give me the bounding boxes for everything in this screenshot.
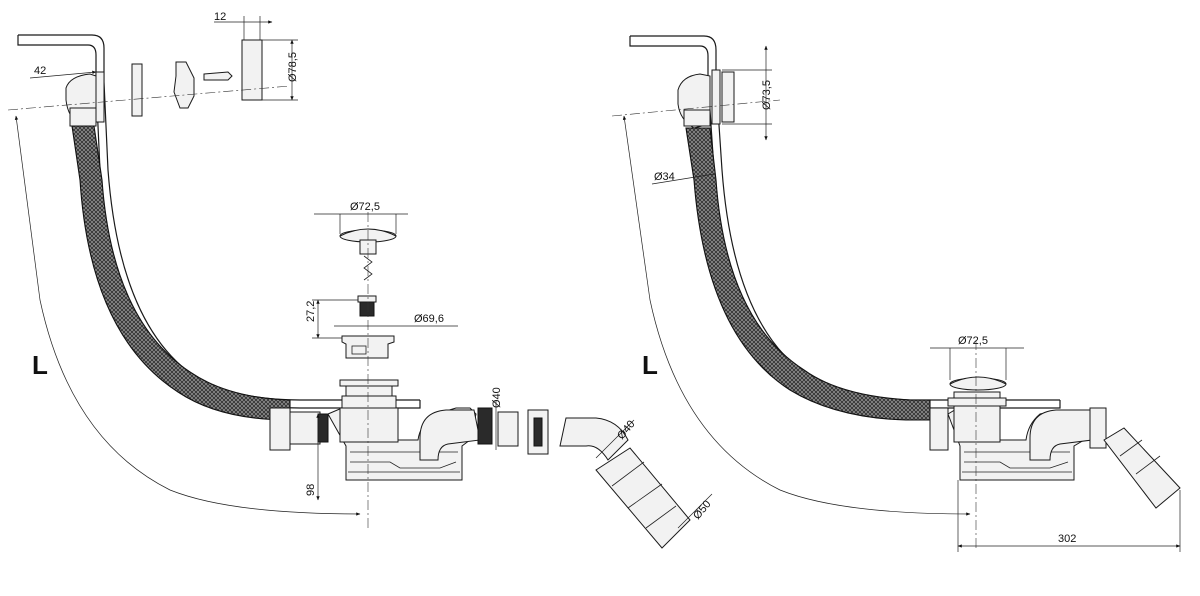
- left-overflow-centerline: [7, 85, 291, 111]
- right-overflow-cover: [721, 71, 735, 123]
- left-overflow-cover: [241, 39, 263, 101]
- dim-40a-text: Ø40: [491, 387, 503, 408]
- left-overflow-ring: [69, 107, 97, 127]
- right-overflow-flange: [711, 69, 721, 125]
- left-hose-nut: [269, 407, 291, 451]
- dim-73-text: Ø73,5: [761, 80, 773, 110]
- left-drain-ring-top: [339, 379, 399, 387]
- left-loose-nut-band: [533, 417, 543, 447]
- right-plug-dome: [949, 376, 1007, 385]
- left-flex-hose: [71, 125, 291, 421]
- left-L-dimension-arc: [14, 115, 361, 516]
- right-drain-base-detail: [962, 451, 1072, 473]
- right-angled-pipe: [1103, 427, 1181, 509]
- left-overflow-pipe-outline: [17, 34, 105, 82]
- right-view: Ø73,5 Ø34 Ø72,5 302 L: [611, 35, 1181, 552]
- right-overflow-centerline: [611, 99, 781, 117]
- left-outlet-nut: [497, 411, 519, 447]
- left-drain-neck: [339, 407, 399, 443]
- dim-42-line: [29, 70, 97, 79]
- dim-72-text: Ø72,5: [350, 201, 380, 213]
- right-overflow-ring: [683, 109, 711, 127]
- left-drain-ring-mid: [345, 385, 393, 397]
- dim-34-text: Ø34: [654, 171, 675, 183]
- right-hose-nut: [929, 407, 949, 451]
- left-L-label: L: [32, 350, 48, 380]
- dim-12-text: 12: [214, 11, 226, 23]
- left-overflow-gasket: [131, 63, 143, 117]
- dim-98-text: 98: [305, 484, 317, 496]
- left-hose-connector: [289, 411, 321, 445]
- dim-72r-text: Ø72,5: [958, 335, 988, 347]
- right-L-dimension-arc: [622, 115, 971, 516]
- right-overflow-pipe-outline: [629, 35, 717, 80]
- left-view: 12 Ø78,5 42 Ø72,5 27,2 Ø69,6 Ø40 98 Ø40: [7, 11, 714, 549]
- dim-50-text: Ø50: [691, 498, 714, 522]
- left-drain-ring-low: [341, 395, 397, 409]
- dim-27-text: 27,2: [305, 301, 317, 322]
- right-L-label: L: [642, 350, 658, 380]
- left-hose-seal: [317, 413, 329, 443]
- left-overflow-screw: [203, 71, 233, 81]
- left-detached-elbow: [559, 417, 629, 461]
- right-outlet-nut: [1089, 407, 1107, 449]
- dim-78-text: Ø78,5: [287, 52, 299, 82]
- right-angled-pipe-joint: [1119, 439, 1161, 475]
- left-plug-spring: [363, 255, 373, 281]
- dim-302-text: 302: [1058, 533, 1076, 545]
- right-outlet-elbow: [1029, 409, 1093, 461]
- left-outlet-elbow: [419, 409, 481, 461]
- left-plug-top-ring: [357, 295, 377, 303]
- left-outlet-band: [477, 407, 493, 445]
- right-drain-ring: [947, 397, 1007, 407]
- dim-42-text: 42: [34, 65, 46, 77]
- left-overflow-flange: [95, 71, 105, 123]
- left-overflow-cage: [173, 61, 195, 109]
- dim-69-text: Ø69,6: [414, 313, 444, 325]
